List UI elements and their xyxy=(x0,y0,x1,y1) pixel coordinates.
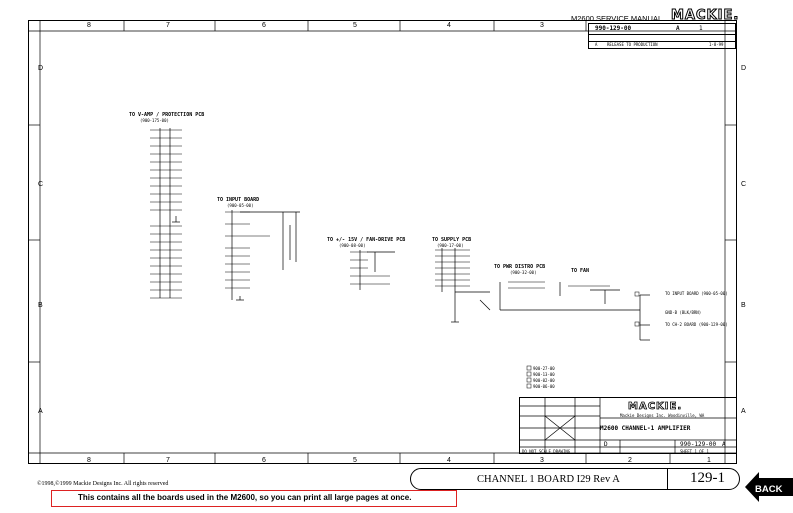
zone-bottom-1: 1 xyxy=(707,457,711,464)
pwr-distro-subtitle: (900-32-00) xyxy=(510,270,537,275)
supply-subtitle: (900-17-00) xyxy=(437,243,464,248)
pwr-distro-title: TO PWR DISTRO PCB xyxy=(494,264,546,270)
vamp-title: TO V-AMP / PROTECTION PCB xyxy=(129,112,205,118)
zone-bottom-8: 8 xyxy=(87,457,91,464)
to-fan-title: TO FAN xyxy=(571,268,590,274)
doc-rev: A xyxy=(676,25,680,32)
note-input-board: TO INPUT BOARD (900-05-00) xyxy=(665,291,728,296)
zone-bottom-2: 2 xyxy=(628,457,632,464)
print-notice: This contains all the boards used in the… xyxy=(78,493,412,502)
input-board-subtitle: (900-05-00) xyxy=(227,203,254,208)
zone-top-8: 8 xyxy=(87,22,91,29)
footer-caption-box xyxy=(410,468,740,490)
legend-3: 900-02-00 xyxy=(533,378,555,383)
zone-bottom-5: 5 xyxy=(353,457,357,464)
manual-title: M2600 SERVICE MANUAL xyxy=(571,14,663,23)
zone-bottom-6: 6 xyxy=(262,457,266,464)
doc-number: 990-129-00 xyxy=(595,25,632,32)
row-left-d: D xyxy=(38,65,44,72)
vamp-subtitle: (900-175-00) xyxy=(140,118,169,123)
title-block-company: Mackie Designs Inc. Woodinville, WA xyxy=(620,413,705,418)
zone-top-3: 3 xyxy=(540,22,544,29)
title-block-title: M2600 CHANNEL-1 AMPLIFIER xyxy=(600,425,691,432)
row-right-c: C xyxy=(741,181,747,188)
drawing-frame xyxy=(28,20,737,464)
note-gnd: GND-B (BLK/BRN) xyxy=(665,310,702,315)
zone-top-6: 6 xyxy=(262,22,266,29)
row-right-b: B xyxy=(741,302,746,309)
note-ch2-board: TO CH-2 BOARD (900-129-00) xyxy=(665,322,728,327)
fan-drive-subtitle: (900-08-00) xyxy=(339,243,366,248)
back-arrow-icon[interactable] xyxy=(745,472,793,502)
back-button[interactable]: BACK xyxy=(755,484,783,495)
legend-1: 900-27-00 xyxy=(533,366,555,371)
doc-sheet: 1 xyxy=(699,25,703,32)
mackie-logo: MACKIE. xyxy=(670,8,740,24)
zone-bottom-4: 4 xyxy=(447,457,451,464)
supply-title: TO SUPPLY PCB xyxy=(432,237,472,243)
print-notice-box xyxy=(51,490,457,507)
input-board-title: TO INPUT BOARD xyxy=(217,197,260,203)
zone-bottom-3: 3 xyxy=(540,457,544,464)
page-caption: CHANNEL 1 BOARD I29 Rev A xyxy=(477,474,620,485)
revision-desc: RELEASE TO PRODUCTION xyxy=(607,42,658,47)
title-block-note: DO NOT SCALE DRAWING xyxy=(522,449,571,454)
revision-box: 990-129-00 A 1 A RELEASE TO PRODUCTION 1… xyxy=(588,23,736,49)
title-block-sheet: SHEET 1 OF 1 xyxy=(680,449,709,454)
title-block-rev: A xyxy=(722,441,726,448)
legend-2: 900-13-00 xyxy=(533,372,555,377)
row-right-a: A xyxy=(741,408,746,415)
row-right-d: D xyxy=(741,65,747,72)
title-block-size: D xyxy=(604,441,608,448)
title-block xyxy=(519,397,737,454)
revision-date: 1-8-99 xyxy=(709,42,724,47)
copyright: ©1998,©1999 Mackie Designs Inc. All righ… xyxy=(37,481,169,487)
zone-bottom-7: 7 xyxy=(166,457,170,464)
title-block-doc: 990-129-00 xyxy=(680,441,717,448)
zone-top-5: 5 xyxy=(353,22,357,29)
fan-drive-title: TO +/- 15V / FAN-DRIVE PCB xyxy=(327,237,406,243)
page-number: 129-1 xyxy=(690,470,725,486)
footer-divider xyxy=(667,468,668,490)
zone-top-7: 7 xyxy=(166,22,170,29)
legend-4: 900-06-00 xyxy=(533,384,555,389)
zone-top-4: 4 xyxy=(447,22,451,29)
row-left-c: C xyxy=(38,181,44,188)
revision-letter: A xyxy=(595,42,598,47)
title-block-logo: MACKIE. xyxy=(628,401,683,413)
